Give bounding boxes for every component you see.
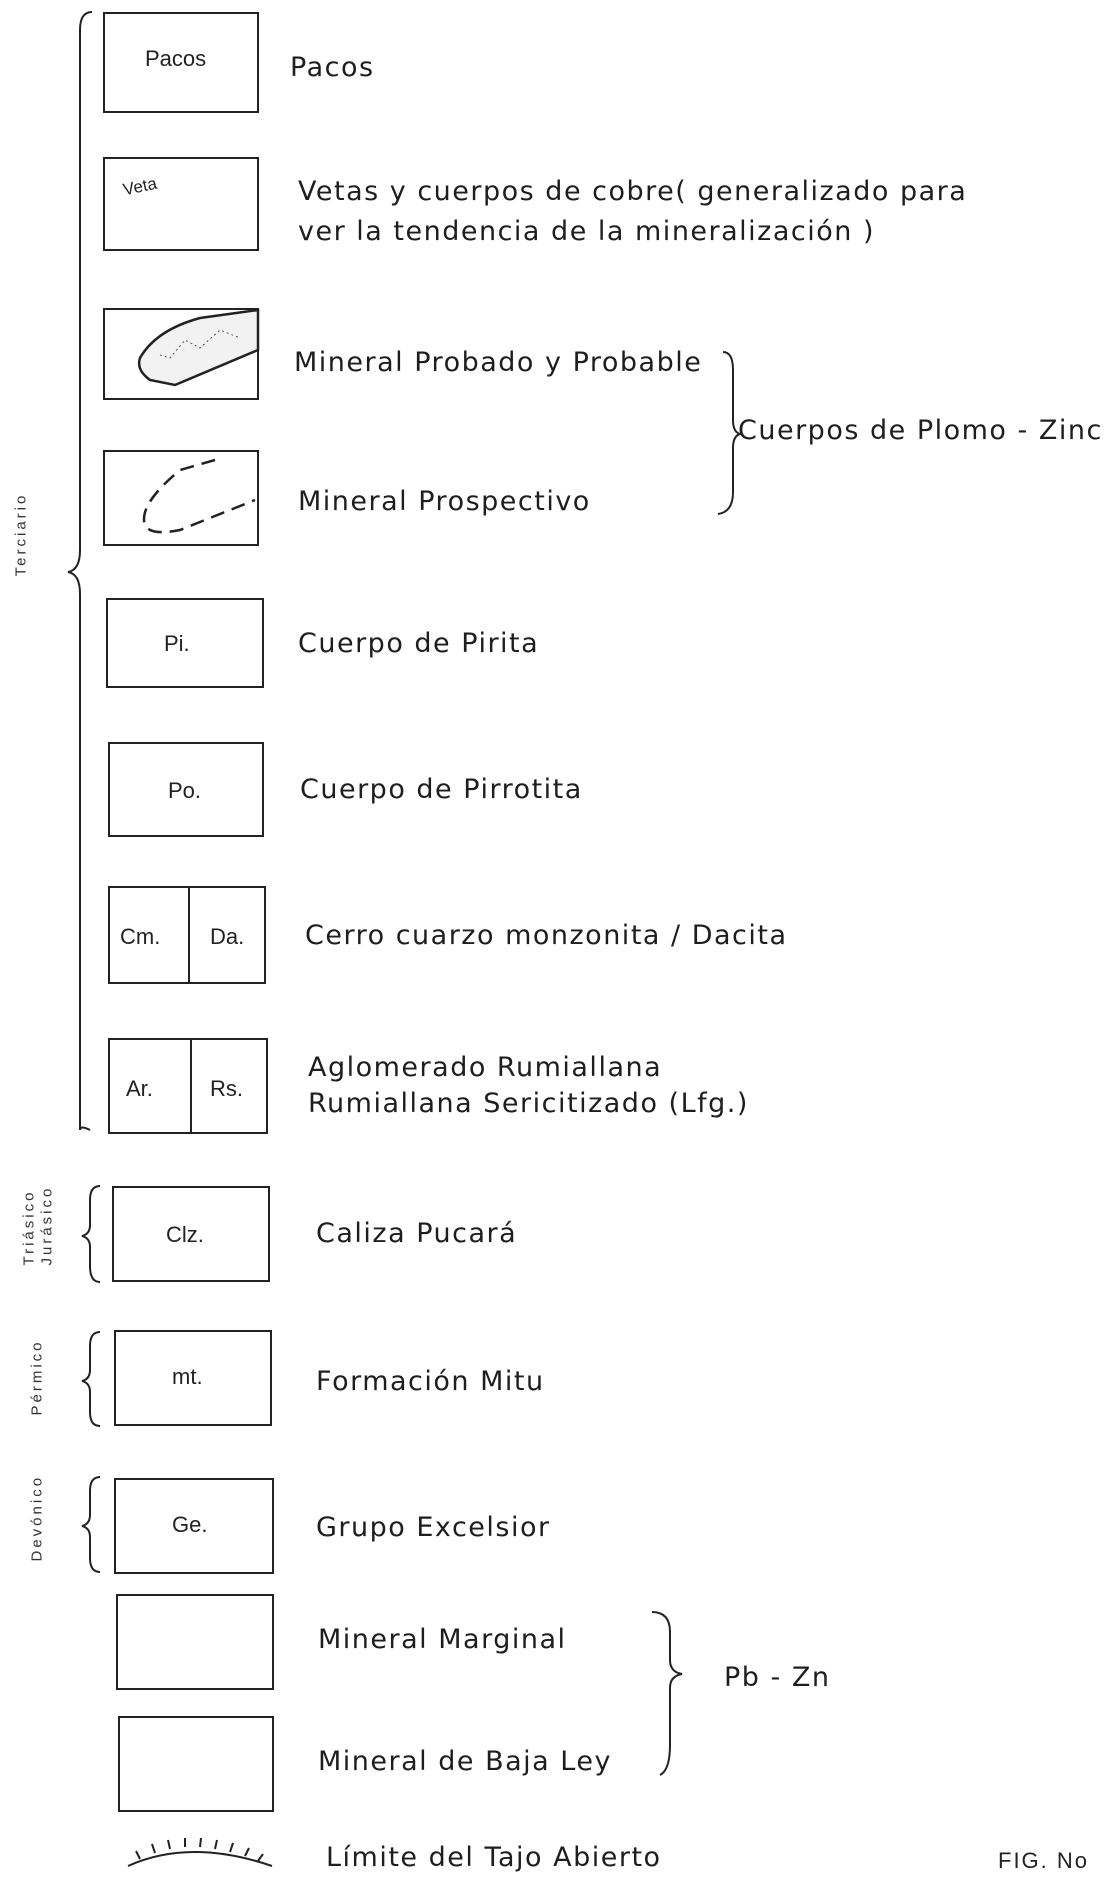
mitu-description: Formación Mitu [316, 1366, 545, 1397]
mineral-marginal-description: Mineral Marginal [318, 1624, 567, 1655]
cm-box-label: Cm. [120, 924, 161, 949]
cm-box: Cm. [108, 886, 190, 984]
excelsior-box: Ge. [114, 1478, 274, 1574]
era-permico: Pérmico [28, 1339, 46, 1416]
rs-box-label: Rs. [210, 1076, 243, 1101]
aglomerado-description-line-2: Rumiallana Sericitizado (Lfg.) [308, 1088, 749, 1119]
mitu-box: mt. [114, 1330, 272, 1426]
plomo-zinc-bracket [717, 351, 744, 515]
pacos-box: Pacos [103, 12, 259, 113]
vetas-description-line-1: Vetas y cuerpos de cobre( generalizado p… [298, 176, 968, 207]
da-box: Da. [188, 886, 266, 984]
pirrotita-box-label: Po. [168, 778, 202, 803]
pacos-box-label: Pacos [145, 46, 207, 71]
pirrotita-description: Cuerpo de Pirrotita [300, 774, 583, 805]
devonico-brace [81, 1476, 101, 1573]
triasico-brace [81, 1185, 101, 1283]
pirrotita-box: Po. [108, 742, 264, 837]
pirita-description: Cuerpo de Pirita [298, 628, 540, 659]
mineral-baja-ley-box [118, 1716, 274, 1812]
mineral-prospectivo-sketch [142, 458, 256, 534]
mineral-prospectivo-description: Mineral Prospectivo [298, 486, 591, 517]
era-triasico: Triásico [20, 1189, 38, 1266]
caliza-box: Clz. [112, 1186, 270, 1282]
mineral-probado-box [103, 308, 259, 400]
era-terciario: Terciario [12, 492, 30, 577]
permico-brace [81, 1331, 101, 1427]
cm-da-description: Cerro cuarzo monzonita / Dacita [305, 920, 788, 951]
tajo-description: Límite del Tajo Abierto [326, 1842, 662, 1873]
era-devonico: Devónico [28, 1474, 46, 1562]
aglomerado-description-line-1: Aglomerado Rumiallana [308, 1052, 663, 1083]
mitu-box-label: mt. [172, 1364, 203, 1389]
ar-box-label: Ar. [126, 1076, 153, 1101]
excelsior-box-label: Ge. [172, 1512, 208, 1537]
pb-zn-bracket [651, 1611, 683, 1776]
mineral-prospectivo-box [103, 450, 259, 546]
terciario-brace [67, 11, 93, 1131]
vetas-description-line-2: ver la tendencia de la mineralización ) [298, 216, 875, 247]
mineral-probado-description: Mineral Probado y Probable [294, 347, 703, 378]
veta-box: Veta [103, 157, 259, 251]
ar-box: Ar. [108, 1038, 192, 1134]
era-jurasico: Jurásico [38, 1185, 56, 1266]
da-box-label: Da. [210, 924, 245, 949]
mineral-baja-ley-description: Mineral de Baja Ley [318, 1746, 612, 1777]
caliza-box-label: Clz. [166, 1222, 204, 1247]
pirita-box: Pi. [106, 598, 264, 688]
rs-box: Rs. [190, 1038, 268, 1134]
mineral-marginal-box [116, 1594, 274, 1690]
caliza-description: Caliza Pucará [316, 1218, 518, 1249]
excelsior-description: Grupo Excelsior [316, 1512, 551, 1543]
mineral-probado-sketch [137, 308, 260, 387]
veta-box-label: Veta [121, 173, 159, 200]
cuerpos-plomo-zinc-label: Cuerpos de Plomo - Zinc [738, 415, 1103, 446]
figure-label: FIG. No [998, 1848, 1090, 1873]
pirita-box-label: Pi. [164, 631, 190, 656]
pb-zn-label: Pb - Zn [724, 1662, 831, 1693]
tajo-limit-symbol [127, 1837, 273, 1867]
pacos-description: Pacos [290, 52, 375, 83]
